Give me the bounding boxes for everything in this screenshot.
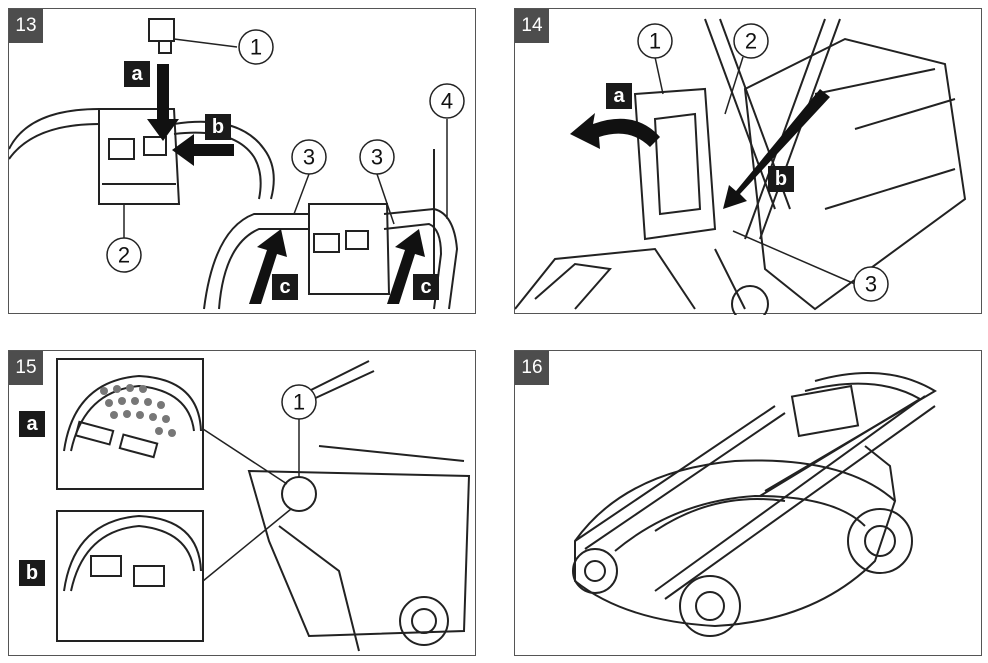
- callout-3: 3: [303, 145, 315, 170]
- figure-16-illustration: [572, 372, 937, 637]
- callout-1: 1: [250, 35, 262, 60]
- arrow-icon: [147, 64, 179, 141]
- letter-a: a: [131, 63, 143, 85]
- figure-14-panel: 1 2 3 a b 14: [514, 8, 982, 315]
- callout-4: 4: [441, 89, 453, 114]
- figure-number: 15: [9, 351, 43, 385]
- arrow-icon: [387, 229, 425, 304]
- callout-3: 3: [865, 272, 877, 297]
- arrow-icon: [570, 113, 660, 149]
- figure-13-illustration: 1 2 3 3 4 a b c c: [9, 18, 465, 310]
- callout-2: 2: [745, 29, 757, 54]
- figure-14-illustration: 1 2 3 a b: [515, 18, 967, 315]
- figure-16-panel: 16: [514, 350, 982, 656]
- figure-number: 16: [515, 351, 549, 385]
- letter-a: a: [26, 413, 38, 435]
- letter-a: a: [613, 85, 625, 107]
- letter-b: b: [26, 562, 38, 584]
- letter-b: b: [775, 168, 787, 190]
- callout-2: 2: [118, 243, 130, 268]
- arrow-icon: [723, 89, 830, 209]
- letter-b: b: [212, 116, 224, 138]
- figure-15-illustration: 1 a b: [19, 358, 471, 652]
- letter-c-2: c: [420, 276, 431, 298]
- arrow-icon: [249, 229, 287, 304]
- letter-c: c: [279, 276, 290, 298]
- figure-15-panel: 1 a b 15: [8, 350, 476, 656]
- callout-3b: 3: [371, 145, 383, 170]
- figure-13-panel: 1 2 3 3 4 a b c c 13: [8, 8, 476, 314]
- callout-1: 1: [293, 390, 305, 415]
- callout-1: 1: [649, 29, 661, 54]
- arrow-icon: [172, 134, 234, 166]
- figure-number: 14: [515, 9, 549, 43]
- figure-number: 13: [9, 9, 43, 43]
